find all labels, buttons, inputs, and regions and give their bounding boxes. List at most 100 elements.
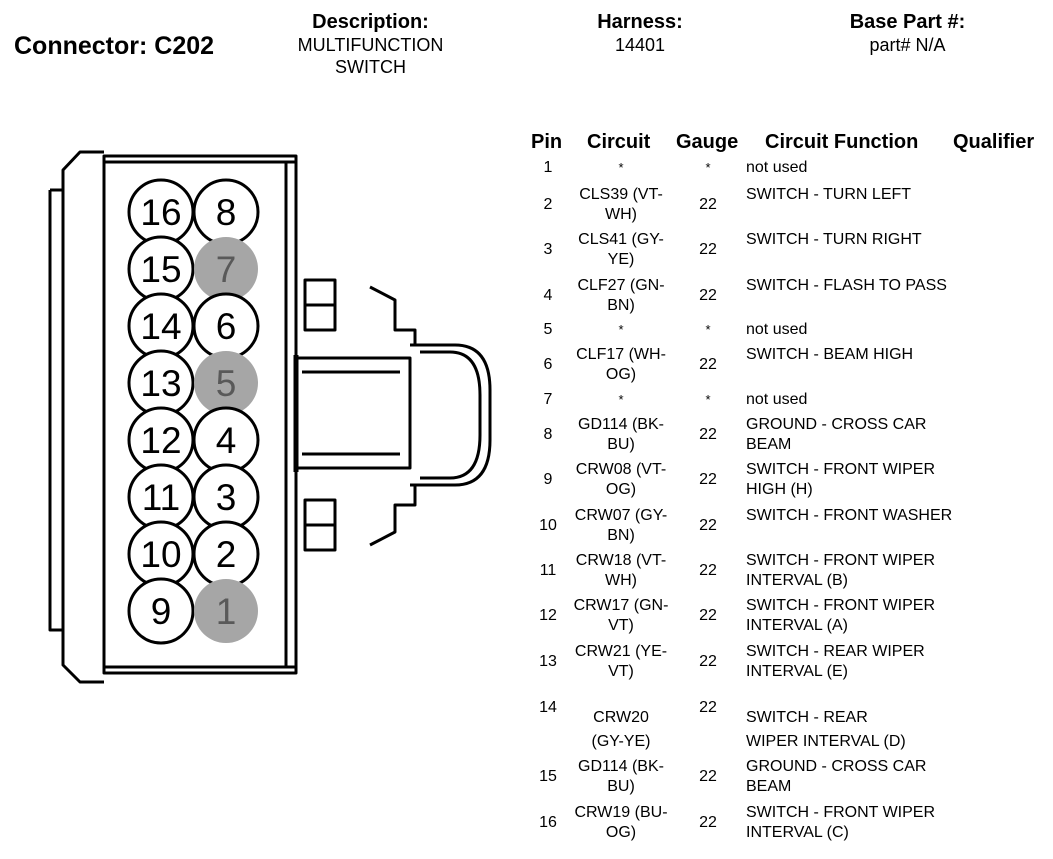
circuit-function-value: not used — [746, 321, 808, 338]
gauge-value: 22 — [699, 471, 717, 488]
circuit-value: CRW08 (VT-OG) — [575, 461, 667, 498]
pin-label-5: 5 — [216, 363, 237, 404]
pin-label-9: 9 — [151, 591, 172, 632]
pin-circle-7 — [194, 237, 258, 301]
pin-number: 9 — [543, 471, 553, 488]
circuit-function-value: SWITCH - FRONT WIPER INTERVAL (A) — [746, 597, 936, 634]
connector-housing — [48, 150, 492, 684]
circuit-function-value: SWITCH - REAR — [746, 709, 868, 726]
pin-label-14: 14 — [140, 306, 181, 347]
pin-number: 8 — [543, 426, 553, 443]
pin-number: 16 — [539, 814, 557, 831]
circuit-function-value: SWITCH - FRONT WASHER — [746, 507, 953, 524]
circuit-value: CRW17 (GN-VT) — [573, 597, 669, 634]
base-part-block: Base Part #: part# N/A — [800, 10, 1015, 56]
pin-number: 11 — [539, 562, 557, 579]
pin-label-10: 10 — [140, 534, 181, 575]
pin-label-13: 13 — [140, 363, 181, 404]
circuit-function-header: Circuit Function — [765, 131, 919, 153]
description-label: Description: — [312, 11, 429, 33]
harness-value: 14401 — [614, 35, 666, 55]
connector-title: Connector: C202 — [14, 32, 215, 60]
circuit-value: GD114 (BK-BU) — [578, 758, 664, 795]
pin-number: 4 — [543, 287, 553, 304]
circuit-value: * — [618, 322, 624, 337]
gauge-value: 22 — [699, 356, 717, 373]
circuit-header: Circuit — [587, 131, 651, 153]
circuit-function-value: GROUND - CROSS CAR BEAM — [746, 758, 927, 795]
circuit-function-value: SWITCH - REAR WIPER INTERVAL (E) — [746, 643, 925, 680]
pin-label-7: 7 — [216, 249, 237, 290]
base-part-label: Base Part #: — [849, 11, 966, 33]
pin-label-8: 8 — [216, 192, 237, 233]
gauge-value: * — [705, 392, 711, 407]
circuit-value: CRW21 (YE-VT) — [574, 643, 668, 680]
gauge-value: * — [705, 322, 711, 337]
base-part-value: part# N/A — [869, 35, 946, 55]
circuit-function-value: GROUND - CROSS CAR BEAM — [746, 416, 927, 453]
pin-number: 10 — [539, 517, 557, 534]
gauge-value: * — [705, 160, 711, 175]
pin-label-6: 6 — [216, 306, 237, 347]
pin-number: 14 — [539, 699, 557, 716]
pin-circle-1 — [194, 579, 258, 643]
harness-label: Harness: — [597, 11, 683, 33]
circuit-function-value: SWITCH - FRONT WIPER INTERVAL (C) — [746, 804, 936, 841]
harness-block: Harness: 14401 — [560, 10, 720, 56]
circuit-value: CRW18 (VT-WH) — [575, 552, 667, 589]
pin-label-12: 12 — [140, 420, 181, 461]
gauge-value: 22 — [699, 814, 717, 831]
pin-label-4: 4 — [216, 420, 237, 461]
gauge-value: 22 — [699, 196, 717, 213]
description-block: Description: MULTIFUNCTION SWITCH — [268, 10, 473, 78]
circuit-value: CLS39 (VT-WH) — [579, 186, 663, 223]
circuit-value: CLF27 (GN-BN) — [577, 277, 665, 314]
pin-label-2: 2 — [216, 534, 237, 575]
description-value: MULTIFUNCTION SWITCH — [297, 35, 444, 77]
circuit-value: CRW20 — [593, 709, 649, 726]
gauge-value: 22 — [699, 653, 717, 670]
circuit-function-value: WIPER INTERVAL (D) — [746, 733, 906, 750]
circuit-value: CRW19 (BU-OG) — [574, 804, 668, 841]
pin-number: 12 — [539, 607, 557, 624]
circuit-function-value: SWITCH - BEAM HIGH — [746, 346, 914, 363]
circuit-function-value: SWITCH - FRONT WIPER HIGH (H) — [746, 461, 936, 498]
gauge-value: 22 — [699, 287, 717, 304]
gauge-value: 22 — [699, 241, 717, 258]
circuit-function-value: not used — [746, 159, 808, 176]
pin-number: 2 — [543, 196, 553, 213]
pin-number: 5 — [543, 321, 553, 338]
gauge-value: 22 — [699, 768, 717, 785]
pin-number: 15 — [539, 768, 557, 785]
gauge-value: 22 — [699, 517, 717, 534]
pin-label-11: 11 — [142, 477, 180, 518]
circuit-function-value: not used — [746, 391, 808, 408]
circuit-value: * — [618, 392, 624, 407]
circuit-value: CRW07 (GY-BN) — [574, 507, 668, 544]
circuit-function-value: SWITCH - FLASH TO PASS — [746, 277, 947, 294]
circuit-function-value: SWITCH - FRONT WIPER INTERVAL (B) — [746, 552, 936, 589]
gauge-value: 22 — [699, 562, 717, 579]
qualifier-header: Qualifier — [953, 131, 1035, 153]
pin-circle-5 — [194, 351, 258, 415]
pin-header: Pin — [531, 131, 563, 153]
pin-circle-9 — [127, 577, 195, 645]
gauge-value: 22 — [699, 426, 717, 443]
pin-number: 1 — [543, 159, 553, 176]
pin-label-15: 15 — [140, 249, 181, 290]
gauge-value: 22 — [699, 607, 717, 624]
circuit-value: CLS41 (GY-YE) — [578, 231, 664, 268]
gauge-header: Gauge — [676, 131, 739, 153]
pin-number: 13 — [539, 653, 557, 670]
circuit-value: * — [618, 160, 624, 175]
circuit-value: CLF17 (WH-OG) — [576, 346, 666, 383]
gauge-value: 22 — [699, 699, 717, 716]
pin-label-16: 16 — [140, 192, 181, 233]
pin-label-1: 1 — [216, 591, 237, 632]
pin-number: 3 — [543, 241, 553, 258]
circuit-value: GD114 (BK-BU) — [578, 416, 664, 453]
pin-number: 6 — [543, 356, 553, 373]
circuit-value: (GY-YE) — [591, 733, 651, 750]
